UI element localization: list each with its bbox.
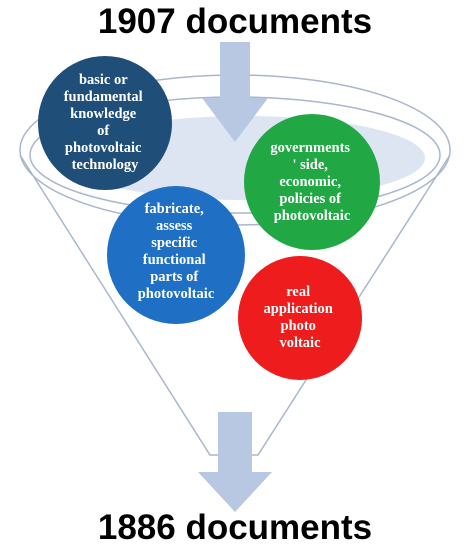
- output-count-label: 1886 documents: [97, 508, 373, 547]
- circle-government-policy-text: governments ' side, economic, policies o…: [270, 140, 353, 224]
- output-arrow: [198, 412, 272, 512]
- circle-functional-parts-text: fabricate, assess specific functional pa…: [138, 201, 215, 302]
- funnel-cone: [19, 154, 451, 456]
- circle-real-application: real application photo voltaic: [238, 256, 362, 380]
- circle-functional-parts: fabricate, assess specific functional pa…: [107, 186, 245, 324]
- circle-fundamental-knowledge-text: basic or fundamental knowledge of photov…: [64, 72, 147, 173]
- circle-government-policy: governments ' side, economic, policies o…: [244, 114, 380, 250]
- circle-real-application-text: real application photo voltaic: [264, 284, 337, 351]
- circle-fundamental-knowledge: basic or fundamental knowledge of photov…: [38, 56, 172, 190]
- input-arrow: [202, 42, 268, 142]
- input-count-label: 1907 documents: [97, 2, 373, 41]
